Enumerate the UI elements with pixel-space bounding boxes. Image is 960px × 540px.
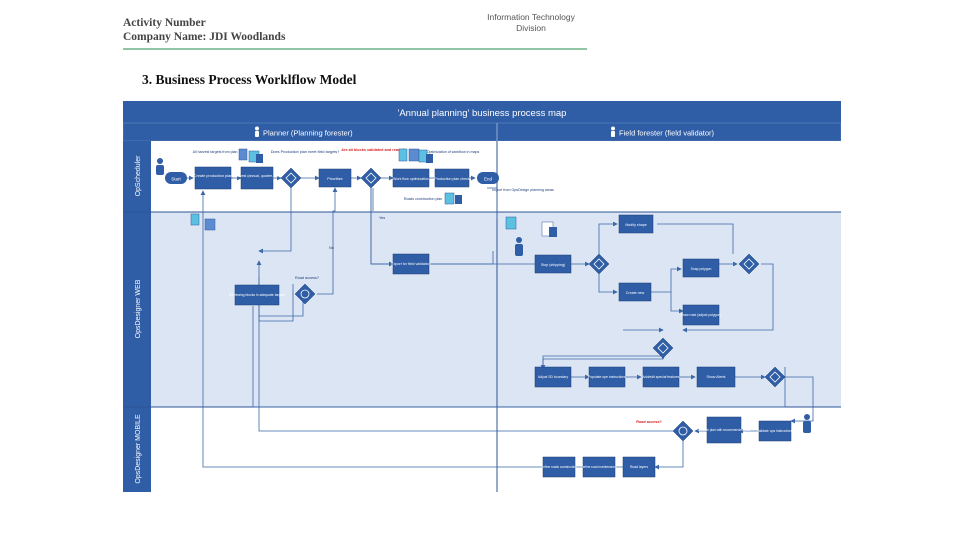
create-production-plan-task: Create production plan xyxy=(194,166,232,190)
alerts-gateway xyxy=(764,366,786,388)
roads-construction-note: Roads construction plan xyxy=(404,197,443,201)
document-header: Activity Number Company Name: JDI Woodla… xyxy=(123,16,285,44)
import-note: Import from OpsDesign planning areas xyxy=(492,188,554,192)
document-stack-icon xyxy=(505,216,557,237)
svg-text:Stop (stripping): Stop (stripping) xyxy=(541,263,565,267)
planner-role-label: Planner (Planning forester) xyxy=(263,129,353,138)
all-validated-gateway: Are all blocks validated and ready? xyxy=(341,148,405,189)
svg-text:Snap polygon: Snap polygon xyxy=(691,267,712,271)
svg-text:Start: Start xyxy=(171,177,181,182)
document-stack-icon xyxy=(398,148,433,163)
svg-text:Harvest (annual, quarter, etc): Harvest (annual, quarter, etc) xyxy=(234,174,279,178)
start-node: Start xyxy=(165,172,187,184)
adjust-sd-boundary-task: Adjust SD boundary xyxy=(534,366,572,388)
svg-text:Add/edit special features: Add/edit special features xyxy=(642,375,679,379)
svg-text:Export for field validation: Export for field validation xyxy=(391,262,430,266)
header-divider xyxy=(123,48,587,50)
harvest-task: Harvest (annual, quarter, etc) xyxy=(234,166,280,190)
define-roads-construction-task: Define roads construction xyxy=(541,456,577,478)
field-role-label: Field forester (field validator) xyxy=(619,129,715,138)
svg-text:Does Production plan meet fiel: Does Production plan meet field targets? xyxy=(271,150,340,154)
yes-label: Yes xyxy=(379,216,385,220)
field-forester-person-icon xyxy=(611,126,615,137)
diagram-title-bar xyxy=(123,101,841,123)
draw-road-task: Draw road (adjust polygon) xyxy=(681,304,722,326)
svg-text:End: End xyxy=(484,177,493,182)
lane-opsdesigner-web xyxy=(151,212,841,407)
business-process-map: 'Annual planning' business process map P… xyxy=(123,101,841,492)
production-plan-met-gateway: Does Production plan meet field targets? xyxy=(271,150,340,189)
svg-text:Are all blocks validated and r: Are all blocks validated and ready? xyxy=(341,148,405,152)
role-header-bar xyxy=(123,122,841,142)
svg-text:Create production plan: Create production plan xyxy=(194,174,232,178)
production-plan-check-task: Production plan check xyxy=(434,168,470,188)
svg-text:Road layers: Road layers xyxy=(630,465,648,469)
svg-text:Reviewing blocks in adequate t: Reviewing blocks in adequate targets xyxy=(229,293,285,297)
section-title: 3. Business Process Worklflow Model xyxy=(142,72,357,87)
send-to-ops-gateway xyxy=(652,337,674,359)
svg-text:Production plan check: Production plan check xyxy=(434,177,470,181)
end-node: End xyxy=(477,172,499,184)
optimization-note: Optimization of workflow in maps xyxy=(427,150,480,154)
no-label: No xyxy=(329,246,334,250)
svg-text:Define roads construction: Define roads construction xyxy=(541,465,577,469)
road-access-mobile-gateway xyxy=(672,420,694,442)
planner-person-icon xyxy=(255,126,259,137)
lane-label-opsdesigner-mobile: OpsDesigner MOBILE xyxy=(135,414,142,484)
svg-text:Create new: Create new xyxy=(626,291,645,295)
svg-text:Validate plan with recommended: Validate plan with recommended plan xyxy=(698,428,751,432)
svg-text:Work flow optimization: Work flow optimization xyxy=(393,177,429,181)
validate-plan-task: Validate plan with recommended plan xyxy=(698,416,751,444)
create-new-task: Create new xyxy=(618,282,652,302)
svg-text:Modify shape: Modify shape xyxy=(625,223,646,227)
populate-ope-instructions-task: Populate ope instructions xyxy=(588,366,626,388)
lane-label-opscheduler: OpScheduler xyxy=(135,155,142,197)
add-special-features-task: Add/edit special features xyxy=(642,366,680,388)
svg-text:Validate ops instructions: Validate ops instructions xyxy=(757,429,794,433)
merge-gateway xyxy=(738,253,760,275)
flow-connectors xyxy=(175,175,814,470)
work-flow-optimization-task: Work flow optimization xyxy=(392,168,430,188)
snap-polygon-task: Snap polygon xyxy=(682,258,720,278)
field-forester-actor-icon xyxy=(515,237,523,256)
activity-number-label: Activity Number xyxy=(123,17,206,29)
road-layers-task: Road layers xyxy=(622,456,656,478)
road-access-gateway: Road access? xyxy=(294,276,319,305)
company-name-label: Company Name: JDI Woodlands xyxy=(123,31,286,43)
svg-text:Show Alerts: Show Alerts xyxy=(707,375,726,379)
svg-text:Adjust SD boundary: Adjust SD boundary xyxy=(538,375,568,379)
export-for-field-validation-task: Export for field validation xyxy=(391,253,431,275)
show-alerts-task: Show Alerts xyxy=(696,366,736,388)
reviewing-blocks-task: Reviewing blocks in adequate targets xyxy=(229,284,285,306)
svg-text:Prioritize: Prioritize xyxy=(327,176,343,181)
validate-ops-instructions-task: Validate ops instructions xyxy=(757,420,794,442)
svg-text:Populate ope instructions: Populate ope instructions xyxy=(588,375,626,379)
document-stack-icon xyxy=(444,192,462,205)
document-stack-icon xyxy=(238,148,263,163)
harvest-from-plan-note: All harvest targets from plan xyxy=(193,150,238,154)
svg-text:Road access?: Road access? xyxy=(295,276,319,280)
diagram-title: 'Annual planning' business process map xyxy=(398,108,567,119)
svg-text:Define road maintenance: Define road maintenance xyxy=(581,465,617,469)
division-label: Information Technology Division xyxy=(487,12,575,33)
lane-label-column xyxy=(123,141,151,492)
prioritize-task: Prioritize xyxy=(318,168,352,188)
mobile-actor-icon xyxy=(803,414,811,433)
document-stack-icon xyxy=(190,213,216,231)
planner-actor-icon xyxy=(156,158,164,175)
svg-text:Draw road (adjust polygon): Draw road (adjust polygon) xyxy=(681,313,722,317)
modify-shape-task: Modify shape xyxy=(618,214,654,234)
polygon-modified-gateway xyxy=(588,253,610,275)
road-access-mobile-label: Road access? xyxy=(636,420,662,424)
stop-stripping-task: Stop (stripping) xyxy=(534,254,572,274)
define-road-maintenance-task: Define road maintenance xyxy=(581,456,617,478)
lane-label-opsdesigner-web: OpsDesigner WEB xyxy=(135,279,142,338)
